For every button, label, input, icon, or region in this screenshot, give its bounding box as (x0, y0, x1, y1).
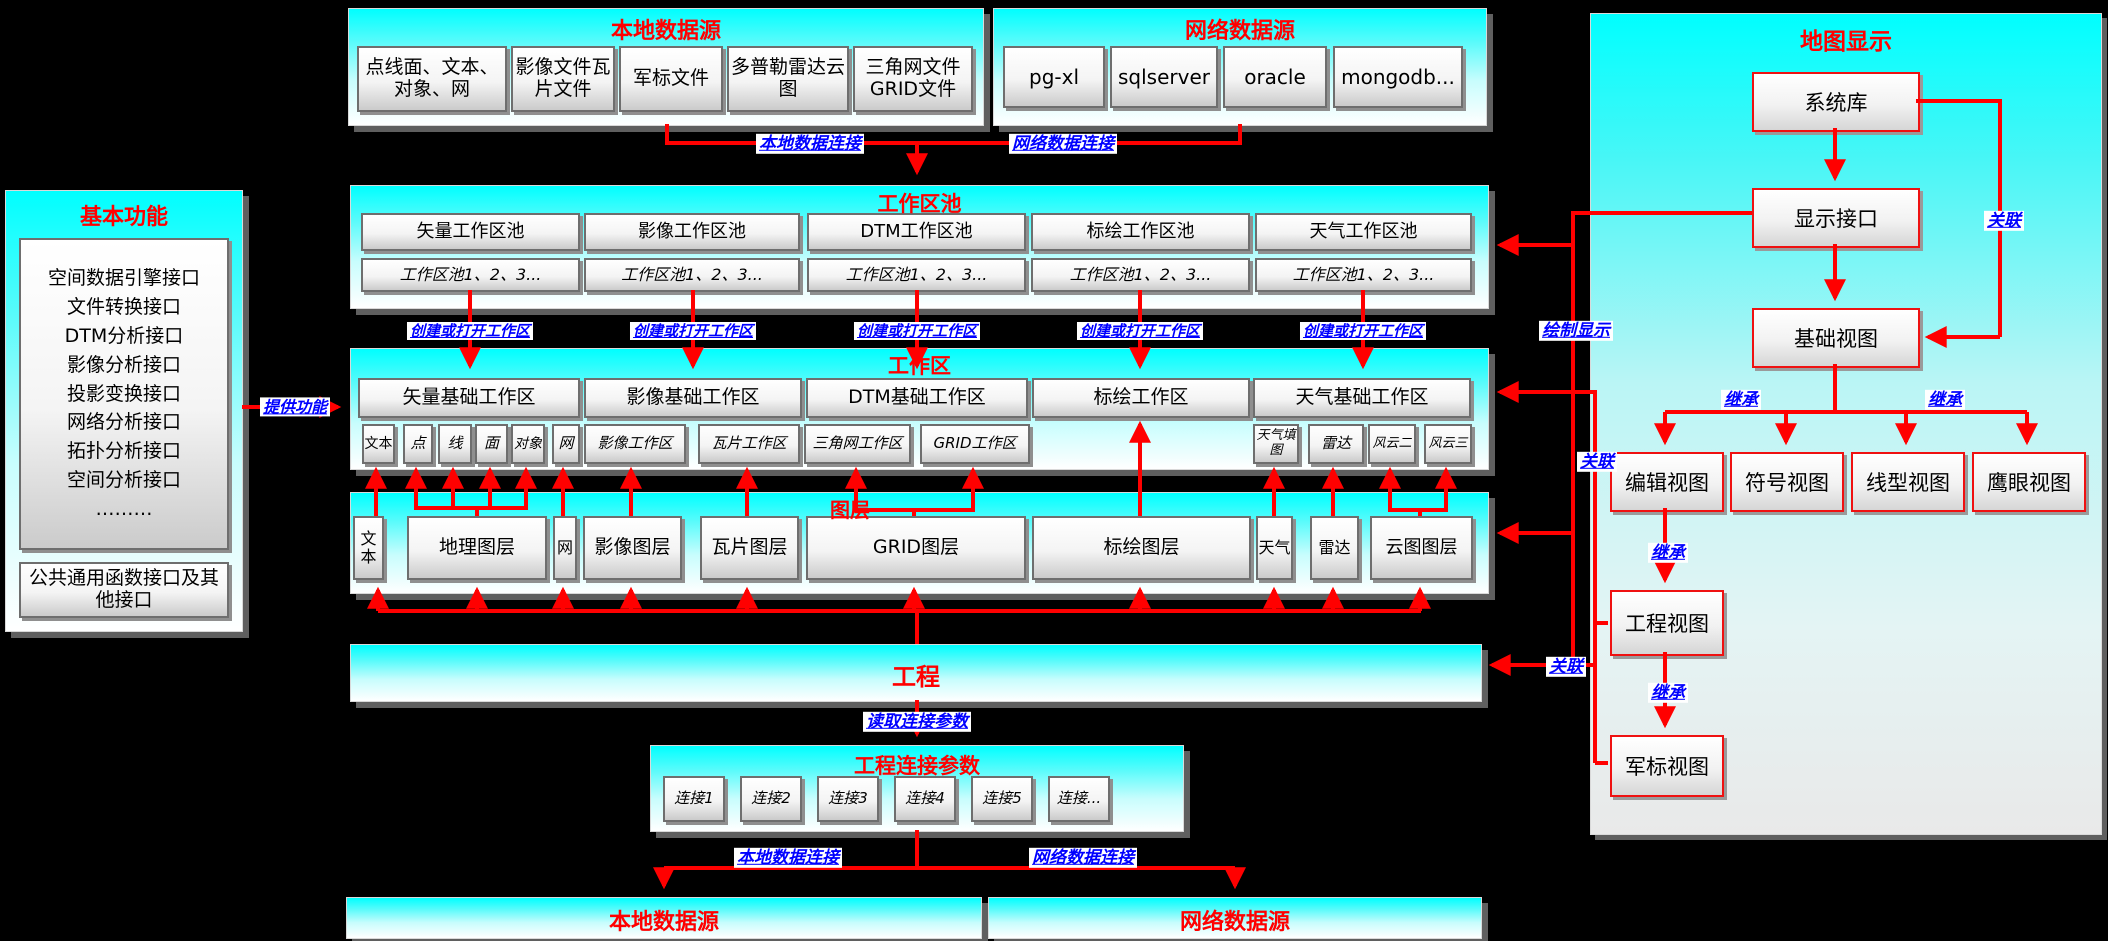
connection-item: 连接1 (663, 776, 725, 822)
workspace-pool-title: 工作区池 (877, 192, 962, 216)
display-interface-node: 显示接口 (1752, 188, 1920, 248)
network-datasource-top-title: 网络数据源 (1184, 19, 1295, 44)
layer-box: 标绘图层 (1032, 516, 1251, 580)
create-open-label: 创建或打开工作区 (1299, 322, 1427, 340)
local-datasource-bottom-bar: 本地数据源 (346, 897, 982, 939)
pool-instances: 工作区池1、2、3... (807, 258, 1026, 292)
dtm-sub-box: GRID工作区 (920, 424, 1030, 464)
weather-sub-box: 风云二 (1368, 424, 1416, 464)
pool-item: DTM工作区池 (807, 213, 1026, 251)
layer-box: 瓦片图层 (700, 516, 799, 580)
local-conn-label-bottom: 本地数据连接 (734, 847, 842, 869)
image-sub-box: 影像工作区 (584, 424, 686, 464)
layer-box: 地理图层 (407, 516, 547, 580)
weather-sub-box: 天气填图 (1253, 424, 1299, 464)
layer-box: 文本 (353, 516, 384, 580)
weather-sub-box: 风云三 (1424, 424, 1472, 464)
connection-item: 连接5 (971, 776, 1033, 822)
connection-item: 连接... (1048, 776, 1110, 822)
connection-item: 连接2 (740, 776, 802, 822)
provide-functions-label: 提供功能 (259, 397, 331, 417)
vector-sub-box: 点 (403, 424, 433, 464)
connection-item: 连接4 (894, 776, 956, 822)
edit-view-node: 编辑视图 (1610, 452, 1724, 512)
net-conn-label-bottom: 网络数据连接 (1029, 847, 1137, 869)
vector-sub-box: 网 (552, 424, 580, 464)
layer-box: GRID图层 (806, 516, 1026, 580)
net-source-item: mongodb... (1333, 46, 1463, 108)
network-datasource-bottom-title: 网络数据源 (1179, 910, 1290, 935)
dtm-sub-box: 三角网工作区 (804, 424, 911, 464)
assoc-label: 关联 (1984, 210, 2024, 232)
read-params-label: 读取连接参数 (863, 711, 971, 733)
workspace-big-box: 影像基础工作区 (584, 378, 802, 418)
local-conn-label-top: 本地数据连接 (756, 133, 864, 155)
net-source-item: pg-xl (1003, 46, 1105, 108)
vector-sub-box: 线 (438, 424, 472, 464)
basic-interfaces-list: 空间数据引擎接口 文件转换接口 DTM分析接口 影像分析接口 投影变换接口 网络… (19, 238, 229, 550)
layer-box: 天气 (1256, 516, 1293, 580)
symbol-view-node: 符号视图 (1730, 452, 1844, 512)
layer-box: 网 (553, 516, 577, 580)
weather-sub-box: 雷达 (1308, 424, 1364, 464)
workspace-big-box: 标绘工作区 (1032, 378, 1250, 418)
project-view-node: 工程视图 (1610, 590, 1724, 656)
inherit-label: 继承 (1648, 682, 1688, 704)
pool-instances: 工作区池1、2、3... (361, 258, 580, 292)
workspace-title: 工作区 (888, 354, 951, 378)
pool-item: 影像工作区池 (584, 213, 800, 251)
layers-title: 图层 (830, 498, 870, 522)
create-open-label: 创建或打开工作区 (406, 322, 534, 340)
vector-sub-box: 文本 (362, 424, 395, 464)
local-source-item: 多普勒雷达云图 (727, 46, 849, 112)
inherit-label: 继承 (1648, 542, 1688, 564)
pool-item: 标绘工作区池 (1031, 213, 1250, 251)
local-source-item: 点线面、文本、对象、网 (357, 46, 507, 112)
pool-instances: 工作区池1、2、3... (1031, 258, 1250, 292)
layer-box: 云图图层 (1370, 516, 1473, 580)
local-source-item: 三角网文件GRID文件 (853, 46, 973, 112)
inherit-label: 继承 (1721, 389, 1761, 411)
military-view-node: 军标视图 (1610, 735, 1724, 797)
vector-sub-box: 面 (475, 424, 508, 464)
workspace-big-box: 矢量基础工作区 (358, 378, 580, 418)
create-open-label: 创建或打开工作区 (1076, 322, 1204, 340)
local-source-item: 影像文件瓦片文件 (511, 46, 615, 112)
create-open-label: 创建或打开工作区 (853, 322, 981, 340)
create-open-label: 创建或打开工作区 (629, 322, 757, 340)
assoc-label: 关联 (1577, 451, 1617, 473)
base-view-node: 基础视图 (1752, 308, 1920, 368)
system-lib-node: 系统库 (1752, 72, 1920, 132)
pool-item: 矢量工作区池 (361, 213, 580, 251)
layer-box: 雷达 (1310, 516, 1359, 580)
map-display-title: 地图显示 (1800, 29, 1892, 55)
net-conn-label-top: 网络数据连接 (1009, 133, 1117, 155)
assoc-label: 关联 (1546, 656, 1586, 678)
local-datasource-bottom-title: 本地数据源 (608, 910, 719, 935)
dtm-sub-box: 瓦片工作区 (698, 424, 800, 464)
map-display-panel: 地图显示 (1590, 13, 2102, 835)
eagleeye-view-node: 鹰眼视图 (1972, 452, 2086, 512)
connection-params-title: 工程连接参数 (854, 754, 980, 778)
pool-instances: 工作区池1、2、3... (1255, 258, 1472, 292)
layer-box: 影像图层 (583, 516, 682, 580)
local-source-item: 军标文件 (619, 46, 723, 112)
net-source-item: sqlserver (1110, 46, 1218, 108)
draw-display-label: 绘制显示 (1539, 320, 1613, 342)
local-datasource-top-title: 本地数据源 (610, 19, 721, 44)
vector-sub-box: 对象 (511, 424, 545, 464)
inherit-label: 继承 (1925, 389, 1965, 411)
workspace-big-box: DTM基础工作区 (806, 378, 1028, 418)
project-title: 工程 (892, 663, 940, 691)
connection-item: 连接3 (817, 776, 879, 822)
network-datasource-bottom-bar: 网络数据源 (988, 897, 1482, 939)
basic-functions-title: 基本功能 (79, 205, 168, 230)
project-bar: 工程 (350, 644, 1482, 702)
pool-item: 天气工作区池 (1255, 213, 1472, 251)
linetype-view-node: 线型视图 (1851, 452, 1965, 512)
workspace-big-box: 天气基础工作区 (1253, 378, 1471, 418)
net-source-item: oracle (1223, 46, 1327, 108)
pool-instances: 工作区池1、2、3... (584, 258, 800, 292)
common-functions-box: 公共通用函数接口及其他接口 (19, 562, 229, 618)
